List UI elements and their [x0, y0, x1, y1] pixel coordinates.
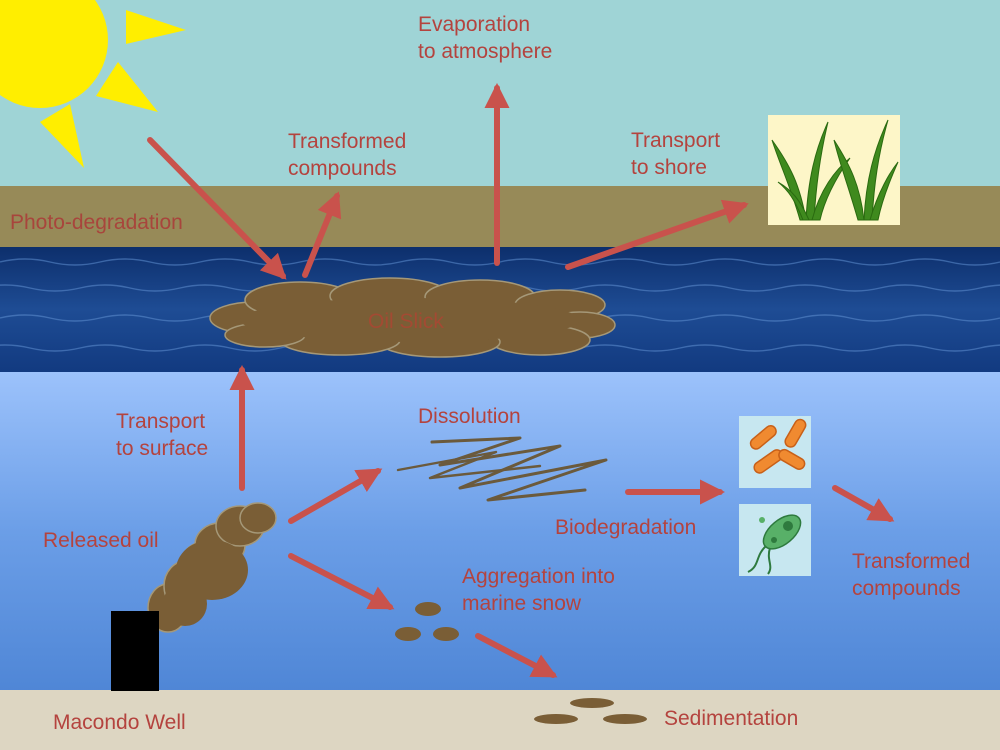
label-macondo-well: Macondo Well — [53, 711, 186, 734]
arrow-dissolution — [288, 468, 383, 524]
arrow-sedimentation — [475, 633, 558, 678]
arrow-transformed-top — [302, 191, 342, 278]
label-transport-to-shore: Transport to shore — [631, 129, 721, 179]
arrow-photo-degradation — [147, 137, 287, 280]
marine-snow-particles — [395, 602, 459, 641]
label-transformed-compounds-bottom: Transformed compounds — [852, 550, 971, 600]
oil-slick — [209, 277, 616, 358]
label-released-oil: Released oil — [43, 529, 159, 552]
macondo-well — [111, 611, 159, 691]
arrow-aggregation — [288, 553, 395, 610]
bacteria-icon — [739, 416, 811, 488]
process-arrows — [147, 82, 895, 678]
dissolution-squiggle — [396, 436, 608, 502]
grass-icon — [768, 115, 900, 225]
sediment-deposits — [534, 698, 647, 724]
label-photo-degradation: Photo-degradation — [10, 211, 183, 234]
sun-icon — [0, 0, 186, 168]
water-column — [0, 372, 1000, 692]
label-sedimentation: Sedimentation — [664, 707, 799, 730]
label-biodegradation: Biodegradation — [555, 516, 697, 539]
label-aggregation: Aggregation into marine snow — [462, 565, 615, 615]
label-transport-to-surface: Transport to surface — [116, 410, 209, 460]
protozoa-icon — [739, 504, 811, 576]
label-dissolution: Dissolution — [418, 405, 521, 428]
seafloor — [0, 690, 1000, 750]
label-transformed-compounds-top: Transformed compounds — [288, 130, 407, 180]
arrow-transformed-bottom — [832, 485, 895, 522]
label-evaporation: Evaporation to atmosphere — [418, 13, 553, 63]
arrow-transport-shore — [565, 199, 749, 270]
label-oil-slick: Oil Slick — [368, 310, 444, 333]
